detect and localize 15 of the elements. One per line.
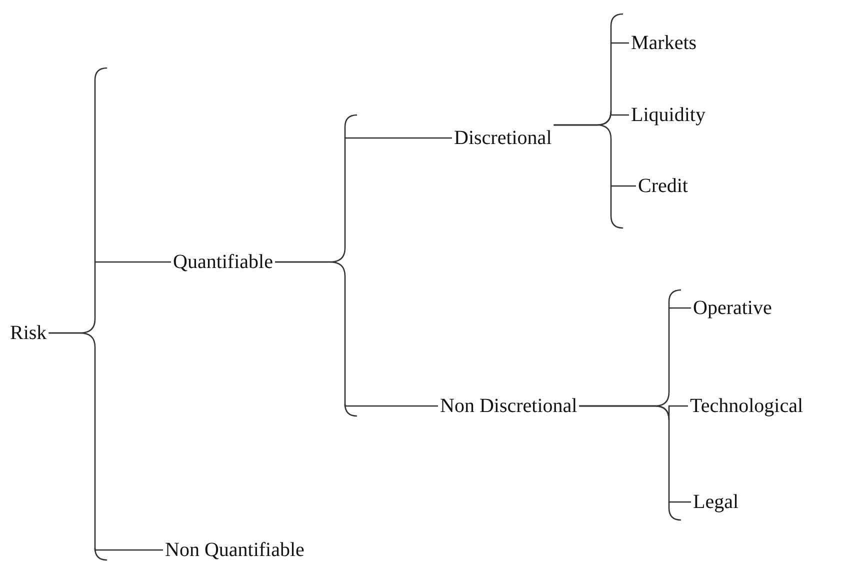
category-label: Credit	[638, 174, 688, 198]
category-label: Liquidity	[631, 103, 706, 127]
category-label: Technological	[690, 394, 803, 418]
category-label: Non Quantifiable	[165, 538, 304, 562]
brace-connector	[554, 124, 636, 187]
brace-connector	[274, 261, 438, 407]
category-label: Discretional	[454, 126, 552, 150]
category-label: Operative	[693, 296, 772, 320]
category-label: Markets	[631, 31, 697, 55]
brace-connector	[579, 405, 691, 503]
category-label: Legal	[693, 490, 739, 514]
brace-connector	[48, 332, 163, 551]
category-label: Risk	[10, 321, 47, 345]
category-label: Quantifiable	[173, 250, 273, 274]
category-label: Non Discretional	[440, 394, 578, 418]
